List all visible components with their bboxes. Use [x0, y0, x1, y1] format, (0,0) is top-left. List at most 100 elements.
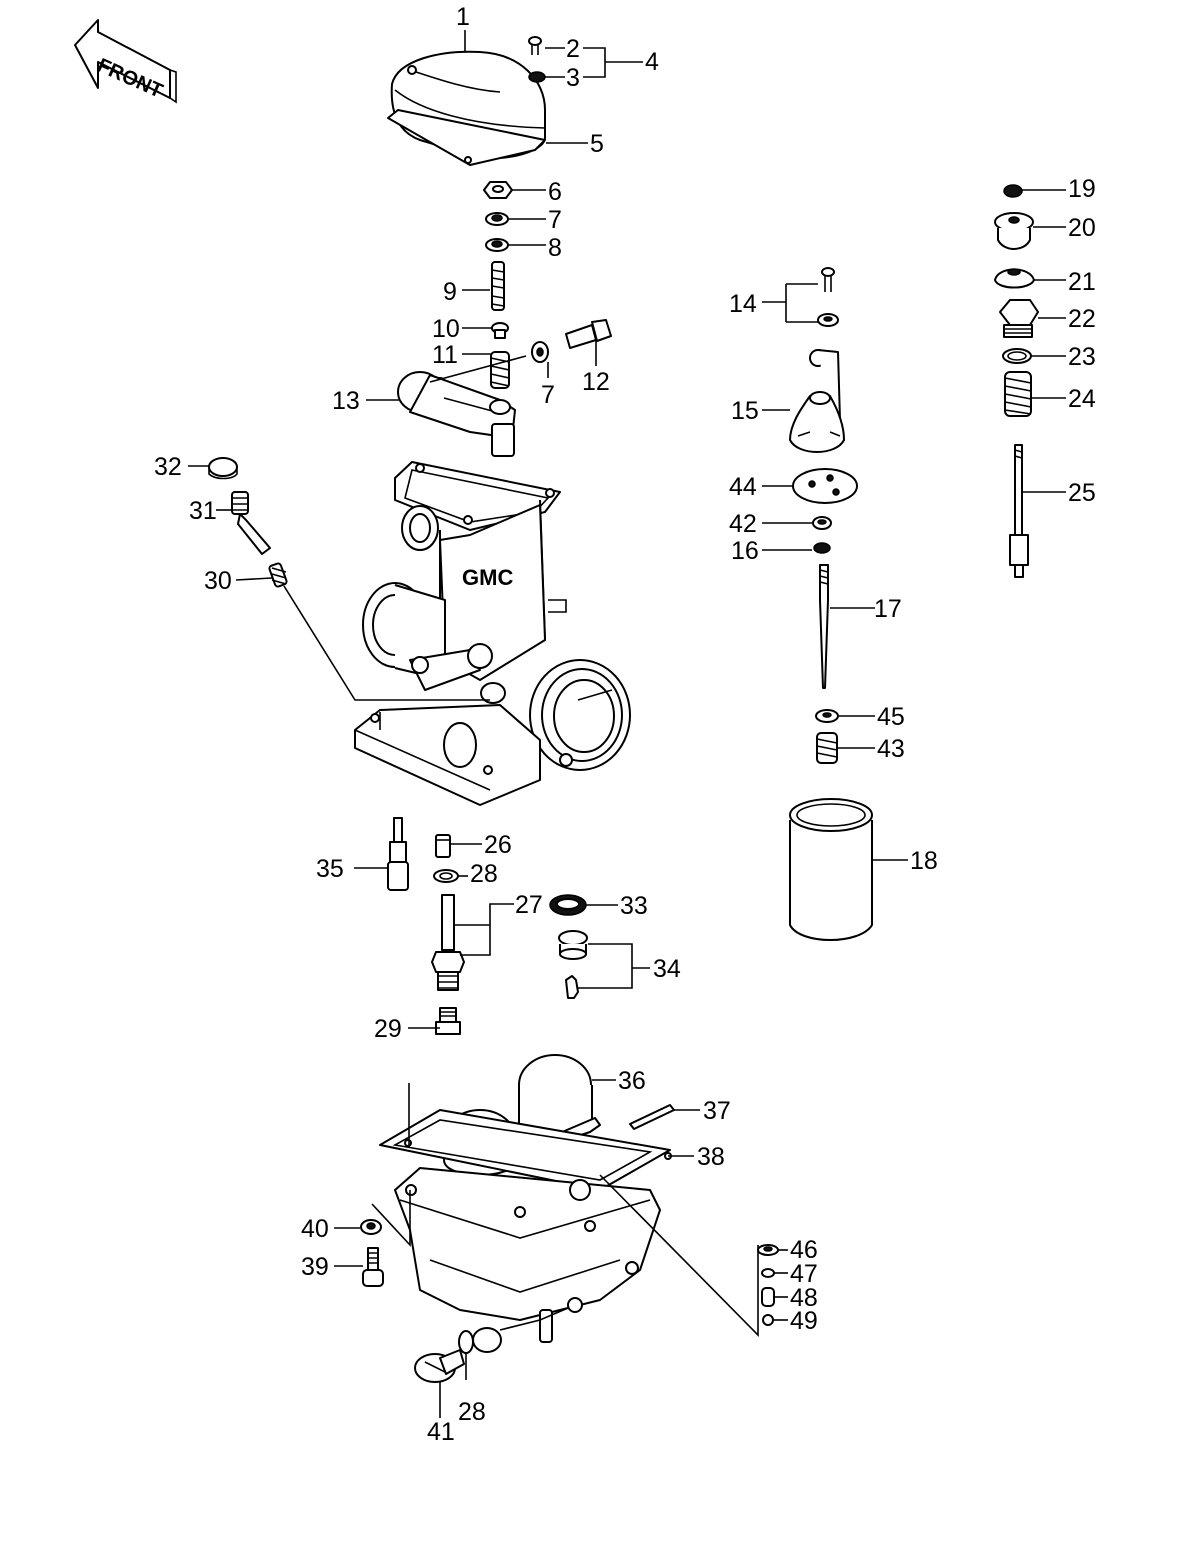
stud-part-9	[491, 261, 505, 311]
callout-labels: 1 2 3 4 5 6 7 8 9 10 11 7 12 13 14 15 16…	[154, 3, 1096, 1446]
plug-part-32	[208, 457, 238, 480]
callout-28-second: 28	[458, 1398, 486, 1426]
callout-3: 3	[566, 64, 580, 92]
callout-23: 23	[1068, 343, 1096, 371]
callout-34: 34	[653, 955, 681, 983]
callout-37: 37	[703, 1097, 731, 1125]
bolt-part-12	[565, 319, 612, 349]
washer-part-3	[528, 71, 546, 83]
spring-part-30	[268, 562, 288, 588]
jet-part-26	[435, 834, 451, 858]
cap-part-10	[491, 322, 509, 339]
callout-24: 24	[1068, 385, 1096, 413]
spring-part-43	[816, 732, 838, 764]
callout-44: 44	[729, 473, 757, 501]
pin-part-37	[629, 1104, 675, 1130]
pilot-air-screw-part-31	[231, 491, 271, 555]
needle-jet-part-35	[387, 817, 409, 891]
callout-1: 1	[456, 3, 470, 31]
plunger-part-25	[1009, 444, 1029, 578]
callout-7-second: 7	[541, 381, 555, 409]
plug-part-29	[435, 1007, 461, 1035]
ring-part-23	[1002, 348, 1032, 364]
callout-41: 41	[427, 1418, 455, 1446]
callout-48: 48	[790, 1284, 818, 1312]
callout-19: 19	[1068, 175, 1096, 203]
washer-part-14	[817, 313, 839, 327]
float-bowl-assembly	[379, 1054, 672, 1353]
callout-9: 9	[443, 278, 457, 306]
callout-7: 7	[548, 206, 562, 234]
plate-part-44	[792, 468, 858, 504]
callout-28: 28	[470, 860, 498, 888]
callout-30: 30	[204, 567, 232, 595]
callout-33: 33	[620, 892, 648, 920]
screw-part-14	[821, 267, 835, 292]
callout-25: 25	[1068, 479, 1096, 507]
nut-part-22	[999, 299, 1039, 338]
washer-part-8	[485, 238, 509, 252]
oring-part-28	[433, 869, 459, 883]
callout-18: 18	[910, 847, 938, 875]
nut-part-6	[483, 181, 513, 199]
float-valve-part-34	[558, 930, 588, 999]
callout-6: 6	[548, 178, 562, 206]
callout-40: 40	[301, 1215, 329, 1243]
carburetor-top-cover	[387, 50, 546, 166]
part-48	[761, 1287, 775, 1307]
washer-part-45	[815, 709, 839, 723]
holder-part-15	[789, 349, 845, 453]
callout-35: 35	[316, 855, 344, 883]
jet-needle-part-17	[819, 564, 829, 689]
gasket-part-33	[549, 894, 587, 916]
callout-17: 17	[874, 595, 902, 623]
callout-2: 2	[566, 35, 580, 63]
callout-22: 22	[1068, 305, 1096, 333]
jet-holder-part-27	[431, 894, 465, 991]
ball-part-49	[762, 1314, 774, 1326]
callout-14: 14	[729, 290, 757, 318]
ring-part-47	[761, 1268, 775, 1278]
washer-part-40	[360, 1219, 382, 1235]
front-direction-tag: FRONT	[74, 19, 177, 104]
callout-27: 27	[515, 891, 543, 919]
callout-31: 31	[189, 497, 217, 525]
callout-38: 38	[697, 1143, 725, 1171]
washer-part-7-second	[531, 341, 549, 363]
callout-45: 45	[877, 703, 905, 731]
callout-32: 32	[154, 453, 182, 481]
callout-13: 13	[332, 387, 360, 415]
callout-8: 8	[548, 234, 562, 262]
cap-part-21	[994, 268, 1035, 289]
leader-lines	[188, 30, 1066, 1418]
callout-10: 10	[432, 315, 460, 343]
ring-part-42	[812, 516, 832, 530]
svg-text:GMC: GMC	[462, 565, 513, 590]
callout-43: 43	[877, 735, 905, 763]
callout-21: 21	[1068, 268, 1096, 296]
callout-36: 36	[618, 1067, 646, 1095]
callout-49: 49	[790, 1307, 818, 1335]
callout-39: 39	[301, 1253, 329, 1281]
washer-part-7	[485, 212, 509, 226]
callout-5: 5	[590, 130, 604, 158]
throttle-slide-part-18	[789, 798, 873, 941]
spring-part-24	[1004, 371, 1032, 417]
callout-15: 15	[731, 397, 759, 425]
cap-part-46	[757, 1244, 779, 1256]
spring-part-11	[490, 351, 510, 389]
callout-47: 47	[790, 1260, 818, 1288]
callout-29: 29	[374, 1015, 402, 1043]
drain-screw-part-41	[414, 1349, 465, 1383]
nut-part-19	[1003, 184, 1023, 198]
screw-part-2	[528, 36, 542, 55]
cap-part-20	[994, 212, 1034, 250]
callout-20: 20	[1068, 214, 1096, 242]
callout-26: 26	[484, 831, 512, 859]
clip-part-16	[813, 542, 831, 554]
callout-12: 12	[582, 368, 610, 396]
callout-16: 16	[731, 537, 759, 565]
oring-part-28-second	[458, 1330, 474, 1354]
carburetor-main-body: GMC	[354, 461, 631, 806]
